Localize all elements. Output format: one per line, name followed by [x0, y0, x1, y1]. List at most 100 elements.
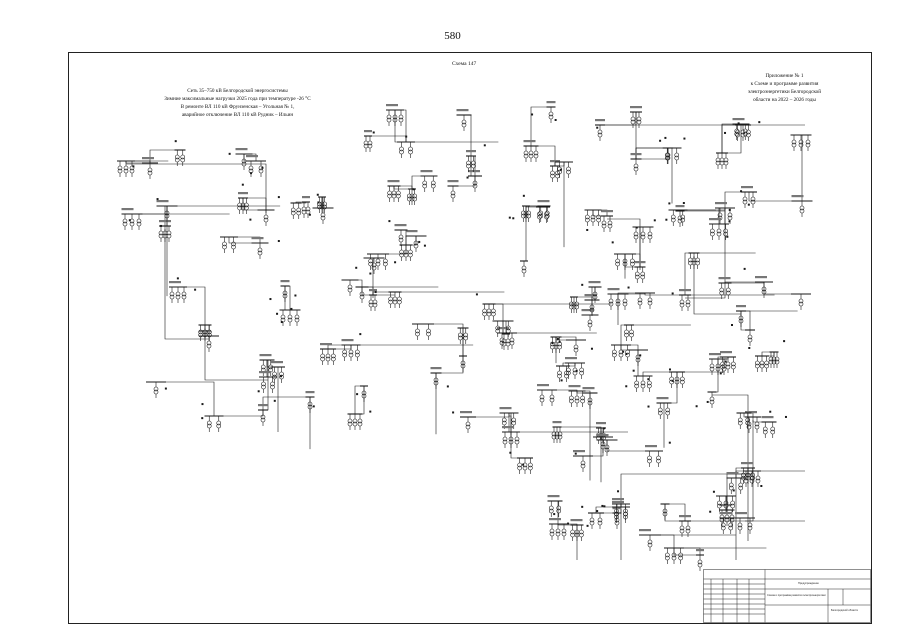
- transformer-winding: [799, 208, 805, 214]
- transformer-winding: [305, 206, 311, 212]
- transformer-winding: [725, 290, 731, 296]
- switch-mark: [659, 139, 662, 142]
- transformer-winding: [614, 520, 620, 526]
- transformer-winding: [798, 301, 804, 307]
- transformer-winding: [322, 201, 327, 207]
- switch-mark: [743, 267, 746, 270]
- transformer-winding: [629, 329, 634, 335]
- transformer-winding: [750, 199, 756, 205]
- transformer-winding: [634, 380, 639, 386]
- transformer-winding: [665, 555, 670, 561]
- transformer-winding: [569, 395, 574, 401]
- transformer-winding: [750, 472, 755, 478]
- switch-mark: [405, 135, 408, 138]
- transformer-winding: [747, 337, 753, 343]
- transformer-winding: [117, 168, 123, 174]
- transformer-winding: [399, 249, 404, 255]
- transformer-winding: [433, 377, 439, 383]
- transformer-winding: [548, 114, 554, 120]
- transformer-winding: [466, 163, 471, 169]
- switch-mark: [164, 387, 167, 390]
- transformer-winding: [742, 196, 748, 202]
- transformer-winding: [579, 529, 584, 535]
- transformer-winding: [674, 376, 680, 382]
- switch-mark: [581, 283, 584, 286]
- transformer-winding: [622, 258, 628, 264]
- transmission-line: [354, 385, 364, 414]
- transformer-winding: [798, 298, 804, 304]
- switch-mark: [174, 140, 177, 143]
- transformer-winding: [561, 531, 567, 537]
- substation-label: [709, 218, 721, 221]
- transformer-winding: [495, 325, 501, 331]
- substation-label: [447, 180, 459, 183]
- substation-label: [497, 327, 509, 330]
- transformer-winding: [745, 472, 751, 478]
- transformer-winding: [555, 173, 560, 179]
- transformer-winding: [679, 302, 685, 308]
- transformer-winding: [348, 349, 354, 355]
- transformer-winding: [181, 294, 187, 300]
- transformer-winding: [737, 522, 743, 528]
- transformer-winding: [388, 296, 393, 302]
- transformer-winding: [634, 271, 640, 277]
- transformer-winding: [463, 335, 469, 341]
- transformer-winding: [207, 329, 212, 335]
- switch-mark: [412, 188, 415, 191]
- transmission-line: [156, 381, 215, 416]
- transformer-winding: [764, 360, 769, 366]
- substation-label: [394, 224, 407, 227]
- transformer-winding: [791, 142, 797, 148]
- substation-label: [502, 426, 514, 429]
- transformer-winding: [607, 220, 613, 226]
- switch-mark: [558, 340, 561, 343]
- transformer-winding: [387, 190, 392, 196]
- transformer-winding: [596, 217, 601, 223]
- substation-label: [736, 305, 746, 308]
- substation-label: [573, 450, 585, 453]
- transformer-winding: [574, 398, 580, 404]
- transformer-winding: [549, 394, 555, 400]
- substation-label: [607, 288, 620, 291]
- substation-label: [718, 277, 731, 280]
- transformer-winding: [502, 436, 508, 442]
- transmission-line: [741, 310, 751, 330]
- transformer-winding: [615, 258, 620, 264]
- transformer-winding: [359, 294, 365, 300]
- transformer-winding: [747, 525, 753, 531]
- transformer-winding: [679, 525, 685, 531]
- transformer-winding: [287, 317, 293, 323]
- transformer-winding: [612, 352, 617, 358]
- transformer-winding: [270, 381, 275, 387]
- switch-mark: [355, 266, 358, 269]
- transformer-winding: [181, 291, 187, 297]
- transformer-winding: [764, 363, 769, 369]
- transmission-line: [693, 256, 741, 315]
- transmission-line: [664, 504, 685, 522]
- transformer-winding: [331, 356, 336, 362]
- substation-label: [430, 367, 442, 370]
- switch-mark: [556, 337, 559, 340]
- switch-mark: [423, 244, 426, 247]
- transformer-winding: [569, 398, 574, 404]
- transformer-winding: [635, 354, 641, 360]
- substation-label: [612, 498, 624, 501]
- switch-mark: [668, 441, 671, 444]
- transformer-winding: [697, 559, 703, 565]
- transmission-line: [214, 410, 264, 417]
- transformer-winding: [762, 429, 768, 435]
- substation-label: [405, 230, 418, 233]
- transmission-line: [530, 106, 551, 146]
- transformer-winding: [637, 297, 643, 303]
- transformer-winding: [136, 221, 142, 227]
- transformer-winding: [319, 201, 325, 207]
- switch-mark: [280, 321, 283, 324]
- switch-mark: [668, 202, 671, 205]
- switch-mark: [581, 505, 584, 508]
- transformer-winding: [482, 311, 487, 317]
- transformer-winding: [678, 555, 683, 561]
- transmission-line: [556, 336, 577, 340]
- transformer-winding: [408, 249, 413, 255]
- transformer-winding: [759, 360, 765, 366]
- switch-mark: [575, 369, 578, 372]
